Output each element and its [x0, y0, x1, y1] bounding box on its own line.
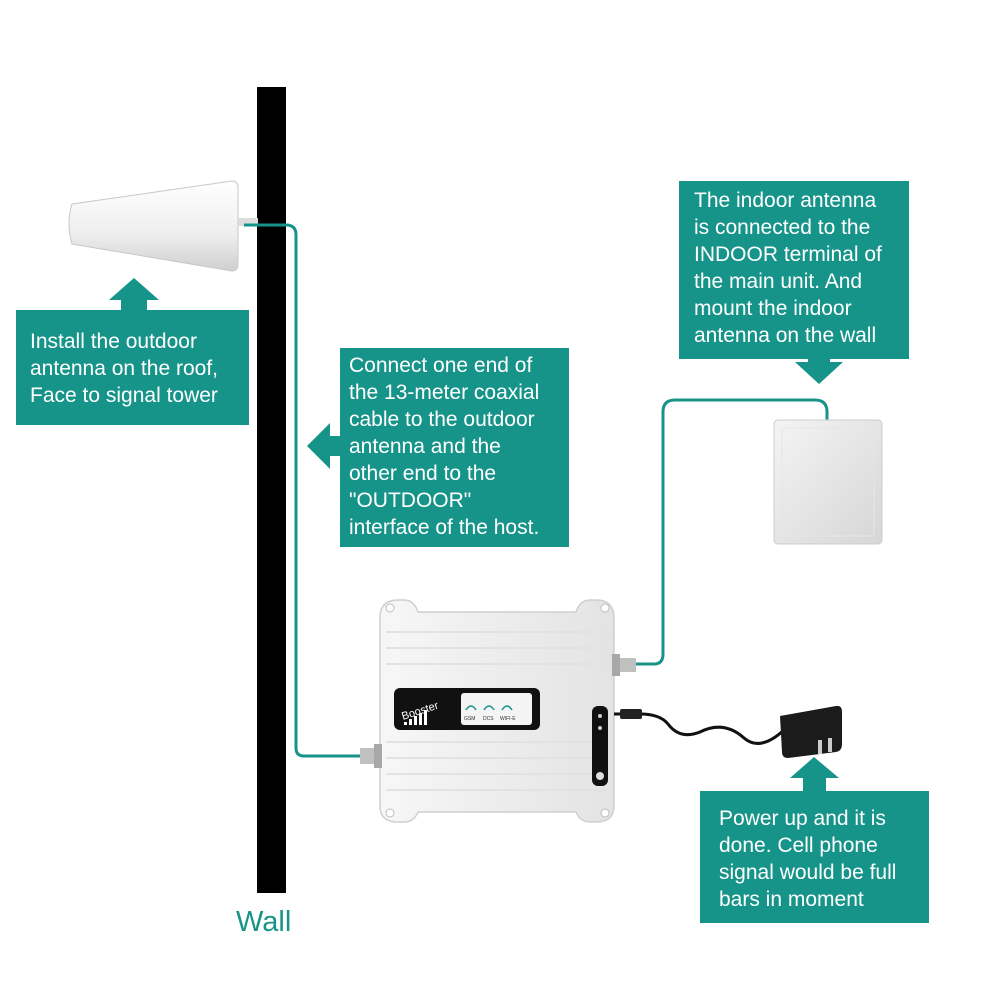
band-indicators: GSM DCS WIFI-E	[464, 705, 516, 722]
callout-line: Install the outdoor	[30, 330, 197, 353]
power-panel	[592, 706, 608, 786]
arrow-left-icon	[307, 423, 343, 469]
callout-line: Power up and it is	[719, 807, 886, 830]
wall	[257, 87, 286, 893]
outdoor-connector	[360, 744, 382, 768]
coaxial-cable-outdoor	[244, 223, 362, 758]
callout-line: Connect one end of	[349, 354, 533, 377]
callout-connect-cable: Connect one end of the 13-meter coaxial …	[340, 348, 569, 547]
callout-line: "OUTDOOR"	[349, 489, 472, 512]
arrow-up-icon	[790, 757, 839, 793]
callout-line: signal would be full	[719, 861, 897, 884]
callout-indoor-antenna: The indoor antenna is connected to the I…	[679, 181, 909, 359]
coaxial-cable-indoor	[636, 398, 829, 666]
callout-line: The indoor antenna	[694, 189, 877, 212]
callout-line: INDOOR terminal of	[694, 243, 882, 266]
callout-install-outdoor-antenna: Install the outdoor antenna on the roof,…	[16, 310, 249, 425]
booster-unit: Booster GSM DCS WIFI-E	[360, 599, 636, 823]
band-label-dcs: DCS	[483, 716, 494, 722]
callout-line: Face to signal tower	[30, 384, 218, 407]
callout-line: antenna on the wall	[694, 324, 877, 347]
callout-line: bars in moment	[719, 888, 864, 911]
callout-line: the 13-meter coaxial	[349, 381, 540, 404]
arrow-down-icon	[795, 352, 843, 384]
indoor-connector	[612, 654, 636, 676]
callout-power-up: Power up and it is done. Cell phone sign…	[700, 791, 929, 923]
callout-line: is connected to the	[694, 216, 871, 239]
band-label-wifi-e: WIFI-E	[500, 716, 516, 722]
callout-line: other end to the	[349, 462, 497, 485]
callout-line: antenna and the	[349, 435, 501, 458]
callout-line: antenna on the roof,	[30, 357, 218, 380]
callout-line: cable to the outdoor	[349, 408, 535, 431]
callout-line: mount the indoor	[694, 297, 852, 320]
indoor-antenna	[773, 419, 883, 545]
callout-line: the main unit. And	[694, 270, 863, 293]
power-adapter	[614, 705, 842, 758]
band-label-gsm: GSM	[464, 716, 475, 722]
callout-line: done. Cell phone	[719, 834, 878, 857]
wall-label: Wall	[236, 906, 292, 938]
arrow-up-icon	[109, 278, 159, 312]
outdoor-antenna	[68, 180, 258, 272]
callout-line: interface of the host.	[349, 516, 540, 539]
signal-bars-icon	[404, 710, 427, 725]
